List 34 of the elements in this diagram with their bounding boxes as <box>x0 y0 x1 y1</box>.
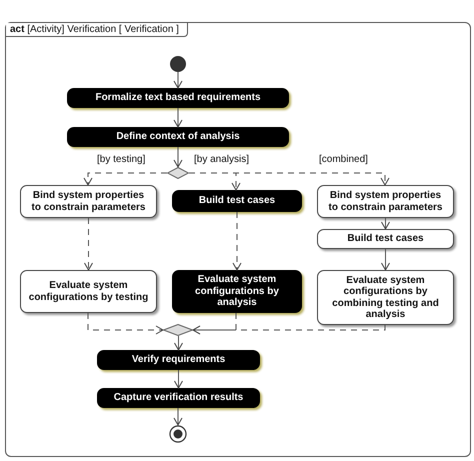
arrow <box>174 408 182 426</box>
action-node: Evaluate system configurations by analysis <box>172 270 302 313</box>
arrow <box>174 336 183 350</box>
action-node: Formalize text based requirements <box>67 88 289 108</box>
arrow <box>174 370 183 388</box>
arrow <box>192 324 386 334</box>
initial-node <box>170 56 186 72</box>
arrow <box>84 218 93 270</box>
guard-label: [combined] <box>318 154 369 165</box>
action-node: Define context of analysis <box>67 127 289 147</box>
arrow <box>174 72 182 88</box>
guard-label: [by testing] <box>96 154 146 165</box>
activity-frame <box>5 22 471 457</box>
action-node: Capture verification results <box>97 388 260 408</box>
guard-label: [by analysis] <box>193 154 250 165</box>
arrow <box>174 108 182 128</box>
merge-diamond <box>163 324 193 336</box>
arrow <box>88 312 164 334</box>
final-node <box>169 425 187 443</box>
arrow <box>232 212 242 270</box>
decision-diamond <box>167 167 189 179</box>
arrow <box>381 218 390 230</box>
action-node: Evaluate system configurations by combining testing and analysis <box>317 270 454 325</box>
action-node: Bind system properties to constrain parameters <box>317 185 454 218</box>
frame-title: act [Activity] Verification [ Verification ] <box>6 23 188 37</box>
action-node: Bind system properties to constrain parameters <box>20 185 157 218</box>
action-node: Verify requirements <box>97 350 260 370</box>
action-node: Build test cases <box>317 229 454 249</box>
action-node: Evaluate system configurations by testing <box>20 270 157 313</box>
arrow <box>381 248 390 270</box>
arrow <box>84 172 168 186</box>
arrow <box>188 172 390 186</box>
action-node: Build test cases <box>172 190 302 212</box>
arrow <box>174 146 182 168</box>
